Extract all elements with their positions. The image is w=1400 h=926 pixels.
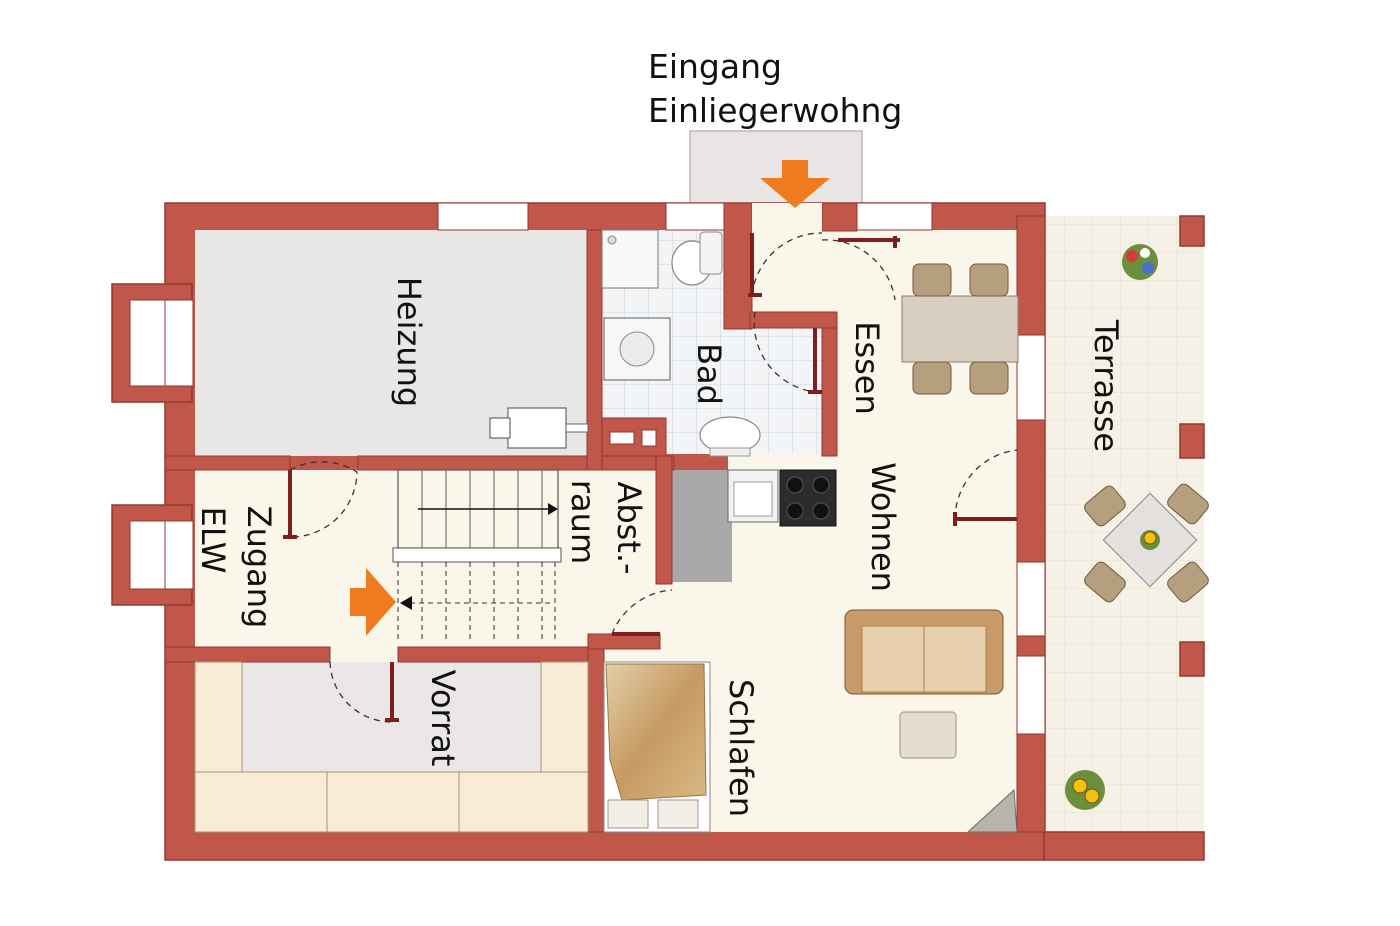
dining-table-icon (901, 295, 1019, 363)
room-label-elw: ELW (194, 507, 232, 574)
room-label-abst: Abst.- (610, 481, 648, 574)
flower-pot-icon (1122, 244, 1158, 280)
entrance-label-line2: Einliegerwohng (648, 91, 902, 130)
room-label-essen: Essen (848, 321, 886, 415)
sofa-icon (844, 609, 1004, 695)
dining-chair-icon (912, 263, 1009, 395)
entrance-label-line1: Eingang (648, 47, 782, 86)
toilet-icon (671, 231, 723, 286)
boiler-icon (489, 407, 589, 449)
access-arrow-icon (350, 568, 396, 636)
room-label-bad: Bad (690, 343, 728, 405)
bed-icon (603, 661, 711, 833)
shower-icon (601, 229, 659, 289)
sunflower-table-icon (1140, 530, 1160, 550)
coffee-table-icon (899, 711, 957, 759)
room-label-vorrat: Vorrat (424, 670, 462, 767)
kitchen-sink-icon (727, 469, 779, 523)
bath-shelf (609, 429, 657, 447)
room-label-heizung: Heizung (390, 277, 428, 407)
door-leaves (283, 233, 1017, 722)
room-label-wohnen: Wohnen (864, 462, 902, 592)
entrance-arrow-icon (760, 160, 830, 208)
room-label-terrasse: Terrasse (1087, 319, 1125, 452)
windows (164, 202, 1046, 735)
door-swings (289, 232, 1018, 723)
radiator-icon (966, 788, 1018, 833)
staircase (392, 469, 562, 640)
sink-icon (699, 416, 761, 457)
storage-shelves (194, 661, 589, 833)
room-label-zugang: Zugang (240, 506, 278, 629)
stove-icon (779, 469, 837, 527)
sunflower-icon (1065, 770, 1105, 810)
room-label-raum: raum (564, 480, 602, 564)
terrace-chair-icon (1084, 483, 1209, 603)
washing-machine-icon (603, 317, 671, 381)
room-label-schlafen: Schlafen (722, 679, 760, 817)
entrance-porch (689, 130, 863, 208)
entrance-opening (752, 203, 822, 233)
